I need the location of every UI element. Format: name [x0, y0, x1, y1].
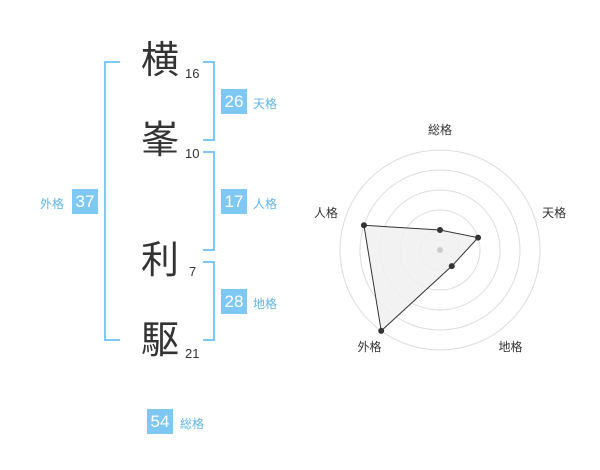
chikaku-label: 地格 — [253, 297, 278, 311]
stroke-count-1: 16 — [185, 66, 200, 81]
tenkaku-bracket — [203, 61, 215, 141]
radar-axis-label: 総格 — [428, 122, 452, 137]
soukaku-label: 総格 — [180, 417, 205, 431]
radar-grid-ring — [339, 149, 541, 351]
jinkaku-label: 人格 — [253, 197, 278, 211]
radar-axis-label: 人格 — [314, 205, 338, 220]
radar-data-point — [378, 327, 385, 334]
soukaku-value: 54 — [147, 409, 173, 434]
radar-axis-label: 外格 — [357, 339, 381, 354]
stroke-count-2: 10 — [185, 146, 200, 161]
radar-center-point — [437, 247, 443, 253]
tenkaku-label: 天格 — [253, 97, 278, 111]
stroke-count-4: 21 — [185, 346, 200, 361]
gaikaku-bracket — [104, 61, 120, 341]
radar-data-point — [360, 222, 367, 229]
radar-data-point — [437, 227, 443, 233]
chikaku-bracket — [203, 261, 215, 341]
name-char-1: 横 — [141, 38, 180, 82]
jinkaku-value: 17 — [221, 189, 247, 214]
gaikaku-value: 37 — [72, 189, 98, 214]
gaikaku-label: 外格 — [40, 197, 65, 211]
name-char-2: 峯 — [141, 118, 180, 162]
jinkaku-bracket — [203, 151, 215, 251]
radar-grid-ring — [359, 169, 521, 331]
radar-axis-label: 地格 — [499, 339, 523, 354]
radar-data-point — [475, 234, 482, 241]
radar-axis-label: 天格 — [542, 205, 566, 220]
radar-data-point — [448, 263, 455, 270]
name-char-3: 利 — [141, 238, 180, 282]
chikaku-value: 28 — [221, 289, 247, 314]
tenkaku-value: 26 — [221, 89, 247, 114]
stroke-count-3: 7 — [189, 264, 197, 279]
name-char-4: 駆 — [141, 318, 180, 362]
radar-data-area — [363, 224, 480, 332]
